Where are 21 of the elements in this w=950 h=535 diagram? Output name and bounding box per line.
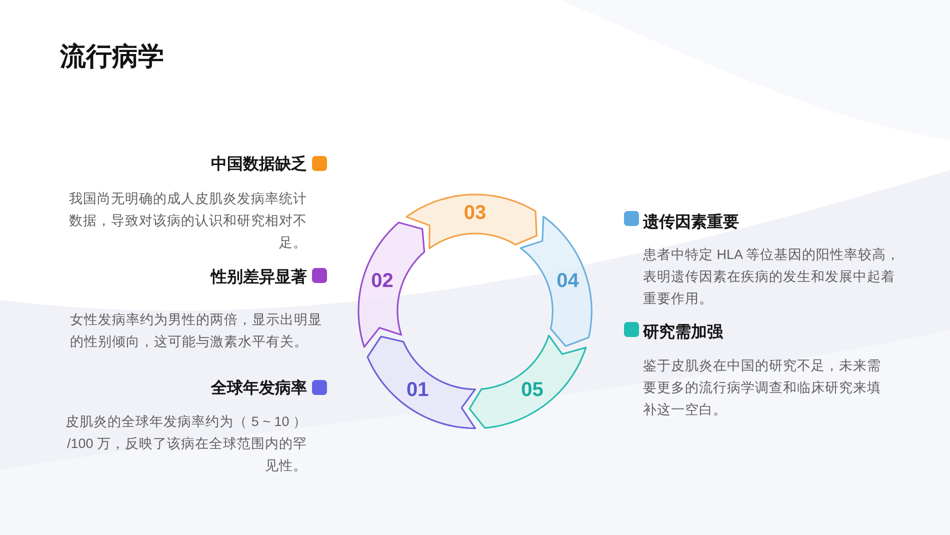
slide-title: 流行病学 — [60, 40, 164, 72]
section-heading: 中国数据缺乏 — [211, 154, 307, 175]
section-heading: 性别差异显著 — [211, 268, 307, 288]
description-text: 鉴于皮肌炎在中国的研究不足，未来需要更多的流行病学调查和临床研究来填补这一空白。 — [643, 357, 882, 419]
step-number: 03 — [464, 201, 486, 226]
ring-segment — [404, 192, 538, 250]
description-text: 我国尚无明确的成人皮肌炎发病率统计数据，导致对该病的认识和研究相对不足。 — [68, 190, 307, 252]
section-heading: 研究需加强 — [643, 322, 723, 343]
ring-segment — [356, 221, 426, 349]
section-heading: 遗传因素重要 — [643, 212, 739, 233]
description-text: 患者中特定 HLA 等位基因的阳性率较高，表明遗传因素在疾病的发生和发展中起着重要作用。 — [643, 246, 901, 308]
ring-segment — [519, 214, 594, 348]
step-number: 01 — [406, 378, 429, 402]
section-heading: 全球年发病率 — [211, 378, 307, 399]
description-text: 女性发病率约为男性的两倍，显示出明显的性别倾向，这可能与激素水平有关。 — [70, 311, 323, 351]
ring-segment — [468, 334, 588, 430]
step-number: 02 — [371, 268, 394, 293]
step-number: 05 — [521, 378, 544, 402]
description-text: 皮肌炎的全球年发病率约为（ 5 ~ 10 ）/100 万，反映了该病在全球范围内的罕见性。 — [64, 413, 307, 475]
ring-segment — [366, 334, 476, 430]
step-number: 04 — [556, 268, 579, 293]
